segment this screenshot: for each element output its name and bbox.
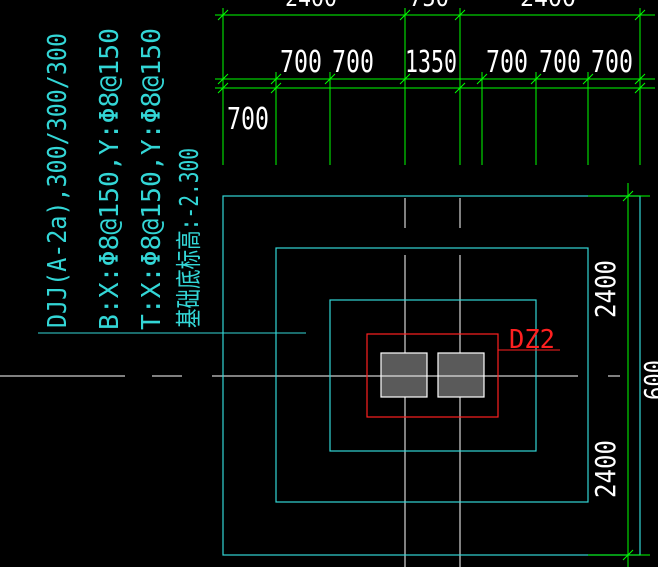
tick — [399, 73, 411, 85]
dim-row1-3: 700 — [486, 45, 528, 80]
tick — [399, 9, 411, 21]
tick — [270, 73, 282, 85]
column-outline — [366, 333, 499, 418]
dim-row1-5: 700 — [591, 45, 633, 80]
tick — [217, 73, 229, 85]
tick — [622, 549, 634, 561]
tick — [454, 82, 466, 94]
outline-step-3 — [329, 299, 537, 452]
pile-right — [437, 352, 485, 398]
dim-row2-0: 700 — [227, 102, 269, 137]
tick — [634, 9, 646, 21]
tick — [270, 82, 282, 94]
tick — [454, 9, 466, 21]
tick — [530, 73, 542, 85]
annotation-line-4: 基础底标高:-2.300 — [175, 148, 205, 328]
tick — [634, 82, 646, 94]
top-dimension-texts: 2400 750 2400 700 700 1350 700 700 700 7… — [227, 0, 633, 137]
annotation-line-1: DJJ(A-2a),300/300/300 — [43, 33, 73, 328]
dim-row1-1: 700 — [332, 45, 374, 80]
dim-right-1: 2400 — [589, 440, 622, 498]
outline-step-2 — [275, 247, 589, 503]
annotation-line-2: B:X:Φ8@150,Y:Φ8@150 — [95, 28, 125, 330]
tick — [217, 82, 229, 94]
dim-right-0: 2400 — [589, 260, 622, 318]
right-dimensions — [588, 183, 650, 567]
tick — [622, 190, 634, 202]
outline-step-1 — [222, 195, 641, 556]
dim-top-1: 750 — [409, 0, 449, 12]
foundation-annotation: DJJ(A-2a),300/300/300 B:X:Φ8@150,Y:Φ8@15… — [43, 28, 205, 330]
dim-row1-2: 1350 — [405, 45, 457, 80]
foundation-outlines — [222, 195, 641, 556]
tick — [217, 9, 229, 21]
axis-lines — [0, 198, 620, 567]
dim-row1-4: 700 — [539, 45, 581, 80]
tick — [476, 73, 488, 85]
top-dimensions — [215, 8, 655, 165]
annotation-line-3: T:X:Φ8@150,Y:Φ8@150 — [137, 28, 167, 330]
pile-left — [380, 352, 428, 398]
piles — [380, 352, 485, 398]
dim-top-0: 2400 — [285, 0, 337, 12]
dim-right-total: 600 — [638, 360, 658, 400]
column-label: DZ2 — [509, 325, 555, 355]
dim-top-2: 2400 — [520, 0, 576, 12]
tick — [634, 73, 646, 85]
tick — [582, 73, 594, 85]
right-dimension-texts: 2400 2400 600 — [589, 260, 658, 498]
tick — [324, 73, 336, 85]
dim-row1-0: 700 — [280, 45, 322, 80]
